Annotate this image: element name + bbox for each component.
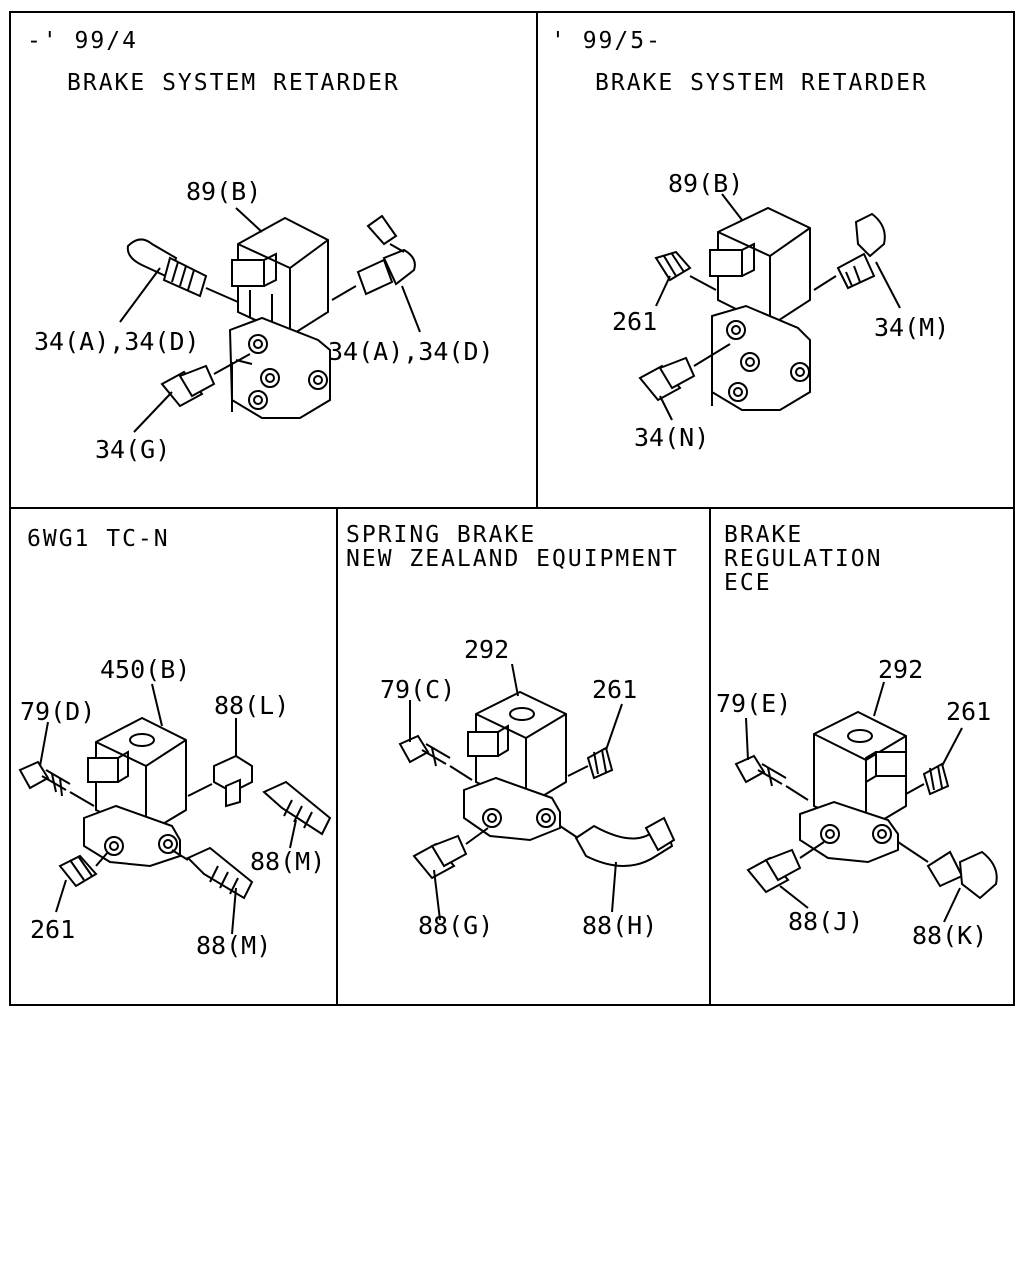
panel-brake-regulation-ece: BRAKE REGULATION ECE xyxy=(716,522,998,950)
diagram-frame xyxy=(9,11,1015,1006)
callout-261: 261 xyxy=(592,675,637,704)
panel-retarder-pre-99-4: -' 99/4 BRAKE SYSTEM RETARDER xyxy=(27,28,494,464)
panel-spring-brake-nz: SPRING BRAKE NEW ZEALAND EQUIPMENT xyxy=(346,522,679,940)
valve-assembly-illustration xyxy=(398,663,676,921)
callout-88-h: 88(H) xyxy=(582,911,657,940)
callout-88-m-upper: 88(M) xyxy=(250,847,325,876)
callout-34-m: 34(M) xyxy=(874,313,949,342)
callout-34-a-34-d-right: 34(A),34(D) xyxy=(328,337,494,366)
callout-261: 261 xyxy=(946,697,991,726)
callout-89-b: 89(B) xyxy=(186,177,261,206)
panel-6wg1-tc-n: 6WG1 TC-N xyxy=(18,526,332,960)
panel-title: 6WG1 TC-N xyxy=(27,526,170,552)
callout-34-g: 34(G) xyxy=(95,435,170,464)
valve-assembly-illustration xyxy=(18,683,332,935)
valve-assembly-illustration xyxy=(638,193,901,421)
callout-34-a-34-d-left: 34(A),34(D) xyxy=(34,327,200,356)
callout-79-d: 79(D) xyxy=(20,697,95,726)
callout-88-j: 88(J) xyxy=(788,907,863,936)
callout-261: 261 xyxy=(612,307,657,336)
valve-assembly-illustration xyxy=(734,681,998,923)
callout-88-m-lower: 88(M) xyxy=(196,931,271,960)
callout-292: 292 xyxy=(464,635,509,664)
panel-title-line-1: BRAKE xyxy=(724,522,803,548)
callout-34-n: 34(N) xyxy=(634,423,709,452)
callout-89-b: 89(B) xyxy=(668,169,743,198)
panel-title-line-1: SPRING BRAKE xyxy=(346,522,536,548)
callout-292: 292 xyxy=(878,655,923,684)
panel-title-line-3: ECE xyxy=(724,570,772,596)
callout-79-c: 79(C) xyxy=(380,675,455,704)
panel-title: BRAKE SYSTEM RETARDER xyxy=(595,70,928,96)
panel-retarder-post-99-5: ' 99/5- BRAKE SYSTEM RETARDER xyxy=(551,28,949,452)
panel-date-range: -' 99/4 xyxy=(27,28,138,54)
panel-title-line-2: NEW ZEALAND EQUIPMENT xyxy=(346,546,679,572)
callout-88-g: 88(G) xyxy=(418,911,493,940)
panel-title: BRAKE SYSTEM RETARDER xyxy=(67,70,400,96)
panel-date-range: ' 99/5- xyxy=(551,28,662,54)
callout-88-k: 88(K) xyxy=(912,921,987,950)
callout-88-l: 88(L) xyxy=(214,691,289,720)
callout-450-b: 450(B) xyxy=(100,655,190,684)
callout-261: 261 xyxy=(30,915,75,944)
callout-79-e: 79(E) xyxy=(716,689,791,718)
valve-assembly-illustration xyxy=(119,207,421,433)
panel-title-line-2: REGULATION xyxy=(724,546,882,572)
